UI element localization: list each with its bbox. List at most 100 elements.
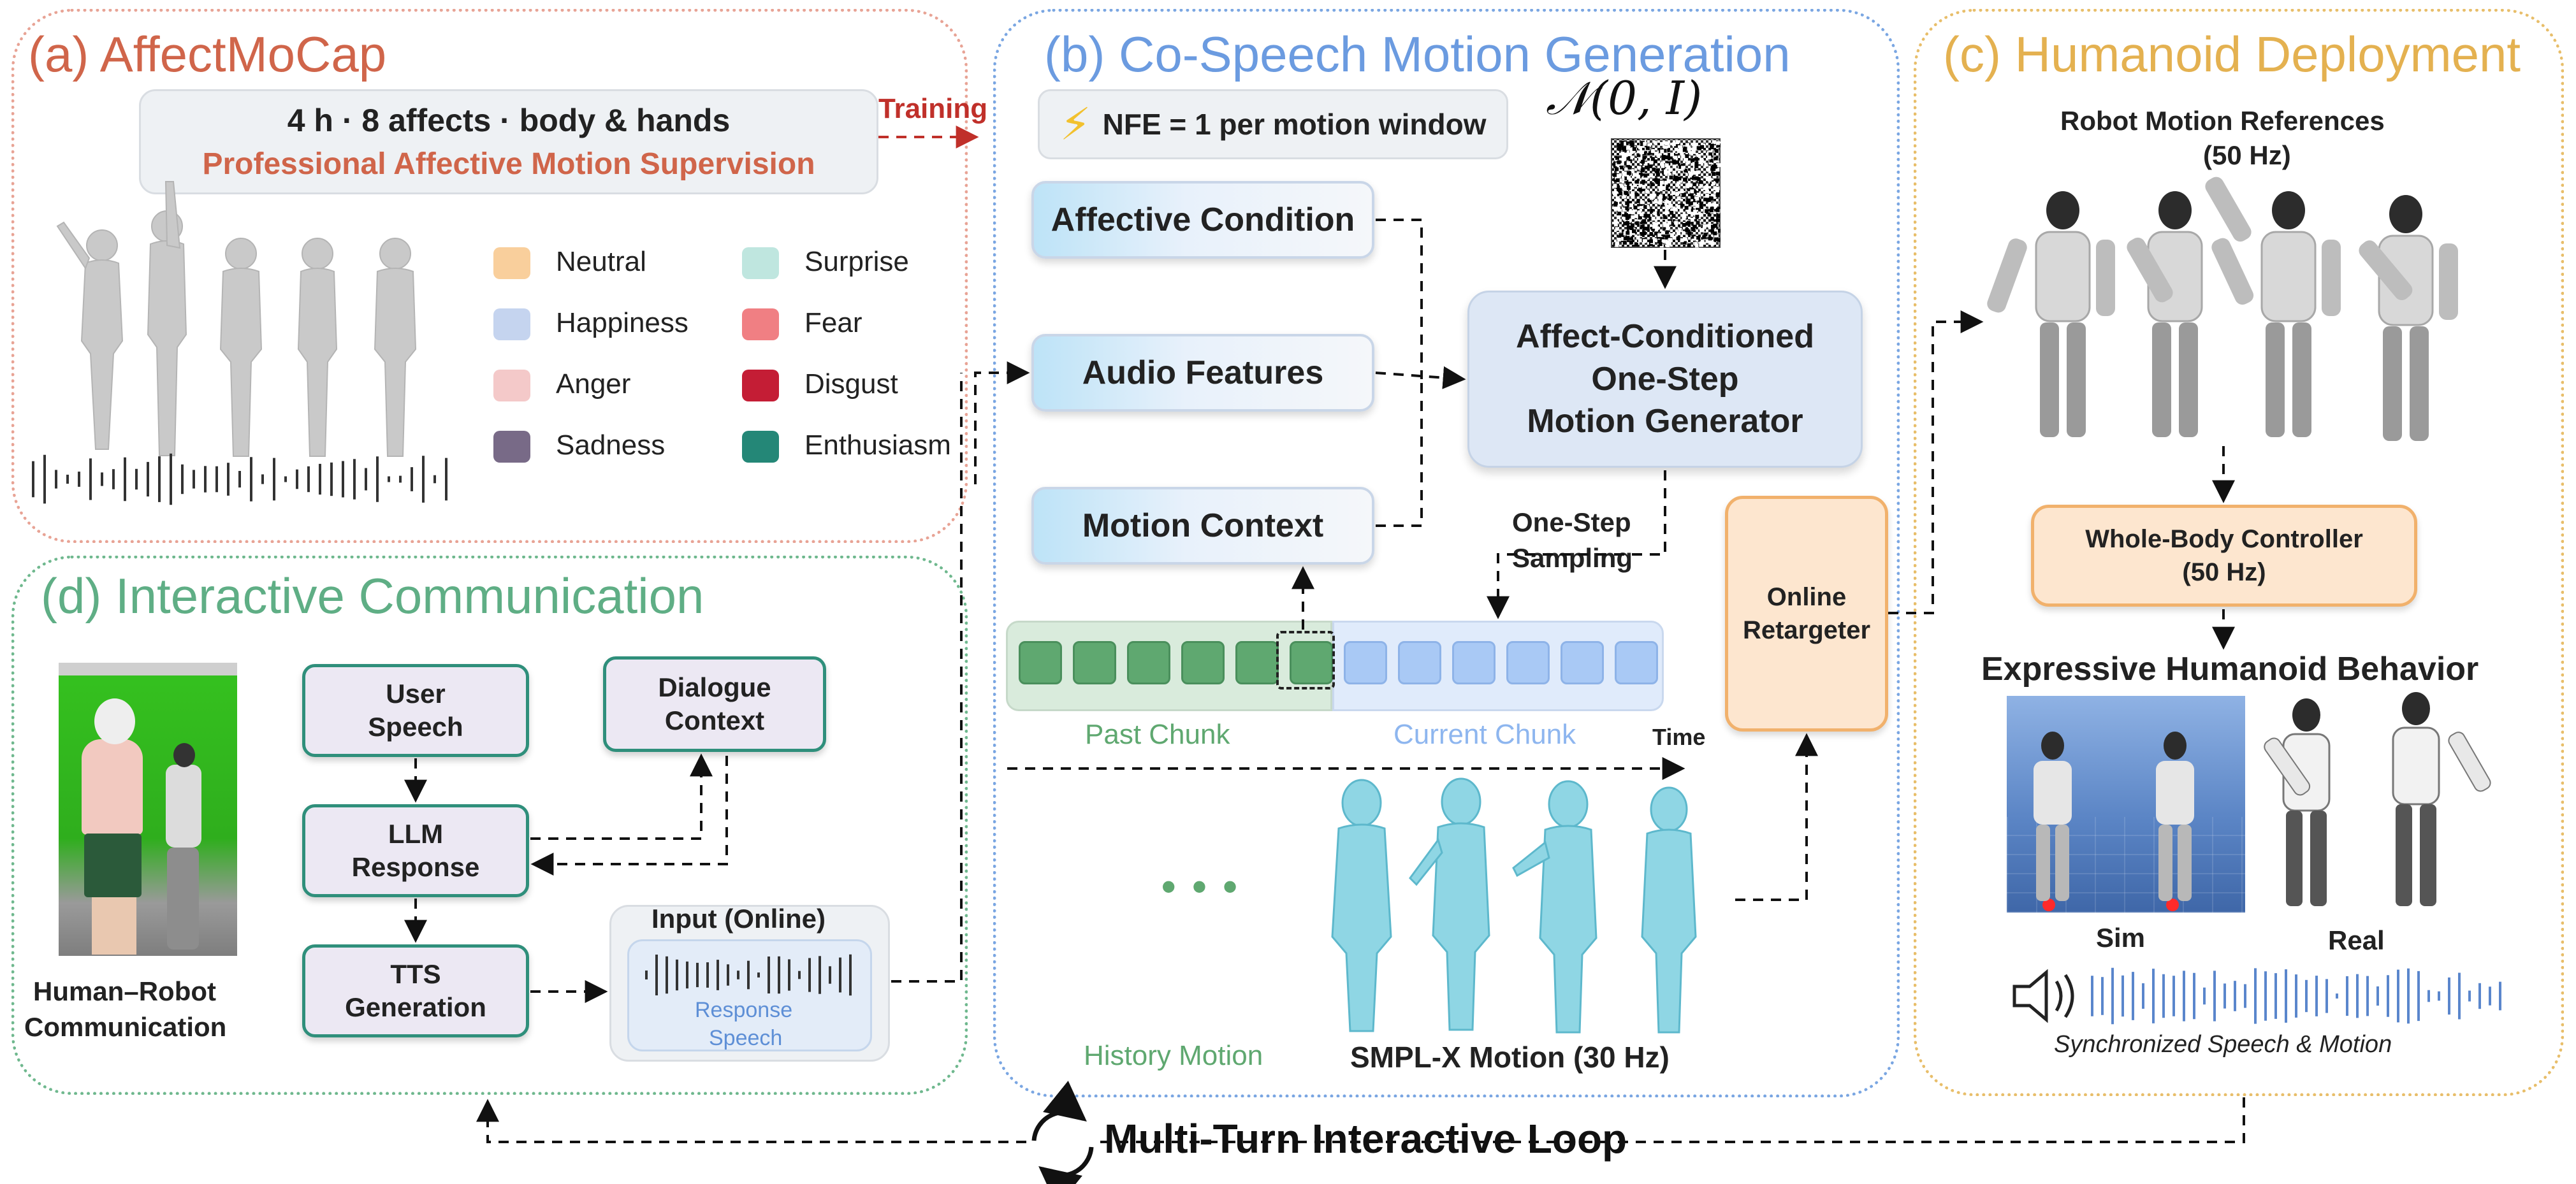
noise-pixel: [1692, 147, 1696, 151]
noise-pixel: [1622, 172, 1626, 177]
noise-pixel: [1617, 160, 1621, 164]
noise-pixel: [1623, 231, 1627, 236]
noise-pixel: [1696, 146, 1701, 150]
motion-context-label: Motion Context: [1082, 507, 1324, 544]
dataset-summary-box: 4 h · 8 affects · body & hands Professio…: [139, 89, 878, 194]
noise-pixel: [1675, 140, 1680, 145]
photo-robot-head: [173, 743, 195, 767]
noise-pixel: [1670, 233, 1674, 237]
noise-pixel: [1664, 163, 1669, 168]
noise-pixel: [1666, 165, 1670, 170]
noise-pixel: [1613, 222, 1618, 227]
noise-pixel: [1638, 184, 1643, 188]
noise-pixel: [1672, 170, 1677, 175]
mocap-figures: [56, 181, 417, 457]
noise-pixel: [1652, 193, 1656, 198]
noise-pixel: [1672, 235, 1677, 240]
noise-pixel: [1695, 204, 1699, 208]
noise-pixel: [1707, 203, 1712, 207]
noise-pixel: [1642, 231, 1647, 235]
noise-pixel: [1657, 240, 1661, 244]
panel-d-title: (d) Interactive Communication: [41, 568, 704, 624]
nfe-label: NFE = 1 per motion window: [1102, 108, 1487, 141]
noise-pixel: [1624, 191, 1629, 196]
noise-pixel: [1691, 227, 1695, 231]
noise-pixel: [1679, 203, 1684, 208]
noise-pixel: [1694, 242, 1698, 246]
noise-pixel: [1696, 220, 1700, 225]
noise-pixel: [1693, 219, 1698, 223]
tts-generation-node: TTS Generation: [302, 944, 529, 1037]
noise-pixel: [1685, 228, 1689, 232]
noise-pixel: [1640, 150, 1644, 154]
noise-pixel: [1667, 220, 1671, 225]
noise-pixel: [1699, 205, 1703, 209]
noise-pixel: [1678, 145, 1683, 150]
noise-pixel: [1666, 141, 1670, 145]
noise-pixel: [1663, 226, 1667, 230]
noise-pixel: [1683, 240, 1687, 245]
past-chunk-cell: [1235, 641, 1279, 684]
noise-pixel: [1689, 191, 1694, 196]
noise-pixel: [1661, 156, 1666, 161]
noise-pixel: [1685, 154, 1689, 158]
dataset-summary-line2: Professional Affective Motion Supervisio…: [202, 147, 815, 181]
noise-pixel: [1649, 239, 1653, 243]
noise-pixel: [1661, 164, 1665, 168]
past-chunk-cell: [1290, 641, 1333, 684]
noise-pixel: [1694, 236, 1698, 240]
legend-label: Disgust: [804, 368, 898, 400]
noise-pixel: [1686, 187, 1691, 191]
audio-features-label: Audio Features: [1082, 354, 1324, 391]
noise-pixel: [1617, 235, 1621, 240]
noise-pixel: [1716, 141, 1721, 145]
noise-pixel: [1648, 198, 1652, 203]
noise-pixel: [1666, 235, 1671, 239]
noise-pixel: [1622, 177, 1626, 181]
nfe-badge: ⚡ NFE = 1 per motion window: [1038, 89, 1508, 159]
noise-pixel: [1684, 202, 1689, 206]
tts-line2: Generation: [345, 992, 486, 1022]
noise-pixel: [1660, 161, 1664, 166]
noise-pixel: [1615, 185, 1620, 189]
robot-figure: [2205, 177, 2341, 437]
noise-pixel: [1692, 182, 1697, 187]
legend-swatch: [742, 431, 779, 463]
noise-pixel: [1681, 154, 1685, 159]
noise-pixel: [1643, 239, 1647, 243]
noise-pixel: [1629, 230, 1633, 235]
noise-pixel: [1656, 192, 1661, 196]
noise-pixel: [1643, 205, 1647, 209]
legend-label: Enthusiasm: [804, 430, 951, 461]
input-online-label: Input (Online): [651, 904, 826, 934]
noise-pixel: [1700, 145, 1705, 149]
noise-pixel: [1648, 151, 1652, 155]
dialogue-context-node: Dialogue Context: [603, 656, 826, 752]
noise-pixel: [1690, 217, 1694, 222]
noise-pixel: [1658, 187, 1663, 191]
noise-pixel: [1669, 175, 1673, 180]
noise-pixel: [1693, 221, 1698, 226]
noise-pixel: [1713, 186, 1717, 191]
noise-pixel: [1617, 147, 1622, 151]
mocap-figure: [56, 221, 124, 450]
noise-pixel: [1635, 180, 1640, 184]
legend-swatch: [742, 247, 779, 279]
noise-pixel: [1636, 175, 1640, 179]
noise-pixel: [1620, 163, 1624, 168]
noise-pixel: [1613, 164, 1617, 168]
noise-pixel: [1709, 208, 1714, 213]
noise-pixel: [1622, 240, 1627, 245]
sim-robots: [2034, 732, 2194, 901]
noise-pixel: [1654, 231, 1658, 236]
noise-pixel: [1650, 196, 1654, 200]
robot-references: [1987, 177, 2458, 441]
noise-pixel: [1622, 194, 1626, 199]
noise-pixel: [1626, 161, 1631, 165]
noise-pixel: [1656, 216, 1661, 220]
noise-pixel: [1709, 158, 1714, 162]
noise-pixel: [1613, 203, 1618, 207]
noise-pixel: [1716, 218, 1720, 222]
noise-pixel: [1653, 238, 1657, 242]
noise-pixel: [1685, 200, 1690, 205]
